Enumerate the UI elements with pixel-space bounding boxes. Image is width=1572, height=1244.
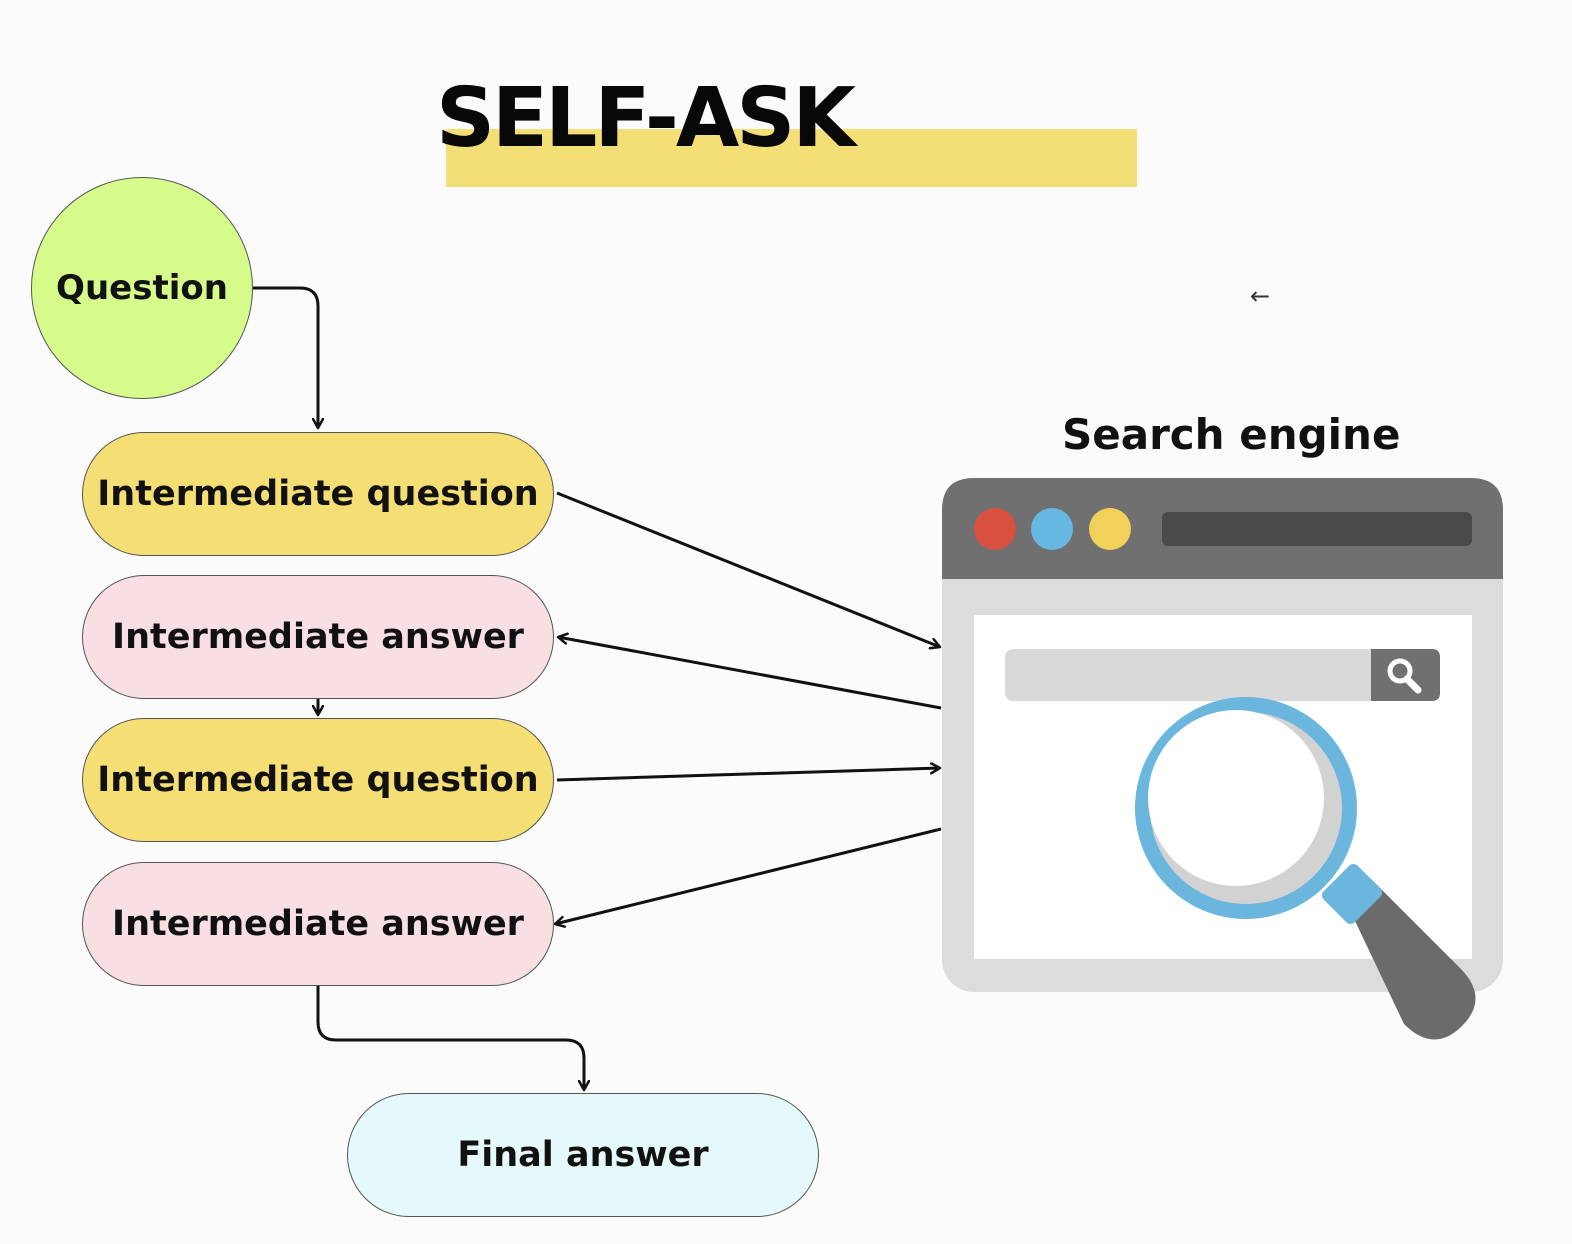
- arrow-iq1-to-search: [556, 491, 940, 647]
- connector-question-to-iq1: [253, 286, 318, 428]
- page-title: SELF-ASK: [436, 71, 856, 166]
- arrow-iq2-to-search: [556, 768, 940, 782]
- question-node: Question: [31, 177, 253, 399]
- intermediate-answer-node-2: Intermediate answer: [82, 862, 554, 986]
- final-answer-node: Final answer: [347, 1093, 819, 1217]
- intermediate-answer-node-1: Intermediate answer: [82, 575, 554, 699]
- address-bar: [1162, 512, 1472, 546]
- window-close-dot: [974, 508, 1016, 550]
- intermediate-question-node-2: Intermediate question: [82, 718, 554, 842]
- window-maximize-dot: [1089, 508, 1131, 550]
- window-minimize-dot: [1031, 508, 1073, 550]
- magnifier-icon: [1135, 697, 1476, 1040]
- intermediate-question-node-1: Intermediate question: [82, 432, 554, 556]
- search-box: [1005, 649, 1440, 701]
- search-engine-label: Search engine: [1062, 410, 1401, 459]
- small-search-icon: [1387, 658, 1422, 694]
- left-arrow-icon: ←: [1250, 282, 1271, 310]
- connector-ia2-to-final: [316, 986, 584, 1090]
- title-highlight: [446, 129, 1137, 187]
- browser-window-icon: [942, 478, 1503, 992]
- arrow-search-to-ia2: [555, 827, 942, 924]
- arrow-search-to-ia1: [558, 637, 942, 710]
